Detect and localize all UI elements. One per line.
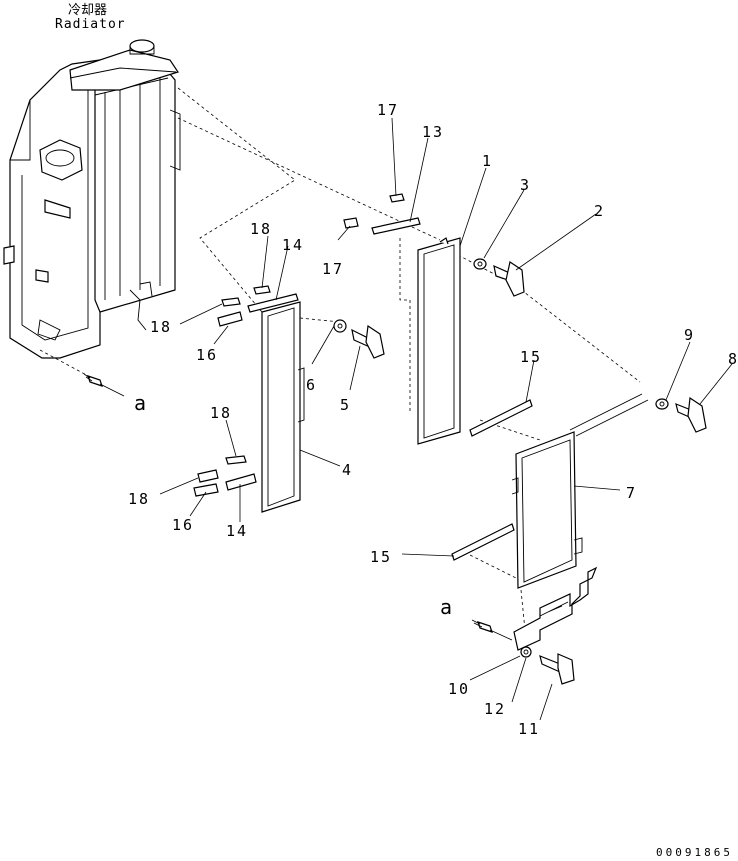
label-5: 5 — [340, 396, 351, 414]
seal-strips-upper — [343, 193, 421, 235]
panel-part-1 — [417, 237, 461, 445]
label-17: 17 — [322, 260, 344, 278]
seal-strips-mid — [217, 285, 299, 327]
seal-strips-lower — [193, 455, 257, 497]
bolt-a-bracket — [471, 619, 513, 641]
label-12: 12 — [484, 700, 506, 718]
label-3: 3 — [520, 176, 531, 194]
ref-mark-a-bracket: a — [440, 595, 454, 619]
label-13: 13 — [422, 123, 444, 141]
label-10: 10 — [448, 680, 470, 698]
label-18: 18 — [210, 404, 232, 422]
bolt-a-radiator — [39, 349, 125, 397]
label-16: 16 — [196, 346, 218, 364]
bracket-part-10 — [513, 566, 598, 651]
label-14: 14 — [282, 236, 304, 254]
label-8: 8 — [728, 350, 738, 368]
wing-bolt-part-2 — [493, 261, 525, 297]
wing-bolt-part-5 — [351, 324, 385, 359]
panel-part-4 — [261, 301, 305, 513]
label-14: 14 — [226, 522, 248, 540]
bolt-part-11 — [539, 653, 575, 685]
label-7: 7 — [626, 484, 637, 502]
label-4: 4 — [342, 461, 353, 479]
label-18: 18 — [150, 318, 172, 336]
leader-lines — [159, 117, 733, 721]
wing-bolt-part-8 — [675, 396, 707, 433]
part-labels: 17 13 1 3 2 18 14 17 18 16 6 5 15 9 8 18… — [128, 101, 738, 738]
washer-part-9 — [655, 398, 669, 410]
label-6: 6 — [306, 376, 317, 394]
label-11: 11 — [518, 720, 540, 738]
label-17: 17 — [377, 101, 399, 119]
screen-part-7 — [511, 393, 649, 589]
label-18: 18 — [250, 220, 272, 238]
document-id: 00091865 — [656, 846, 733, 859]
label-18: 18 — [128, 490, 150, 508]
radiator-assembly — [3, 39, 181, 359]
label-16: 16 — [172, 516, 194, 534]
title-english: Radiator — [55, 17, 126, 32]
ref-mark-a-radiator: a — [134, 391, 148, 415]
washer-part-3 — [473, 258, 487, 270]
washer-part-12 — [520, 646, 532, 658]
label-2: 2 — [594, 202, 605, 220]
label-15: 15 — [520, 348, 542, 366]
seal-strips-part-15 — [451, 399, 533, 561]
label-1: 1 — [482, 152, 493, 170]
title-japanese: 冷却器 — [68, 3, 107, 18]
washer-part-6 — [333, 319, 347, 333]
label-15: 15 — [370, 548, 392, 566]
label-9: 9 — [684, 326, 695, 344]
